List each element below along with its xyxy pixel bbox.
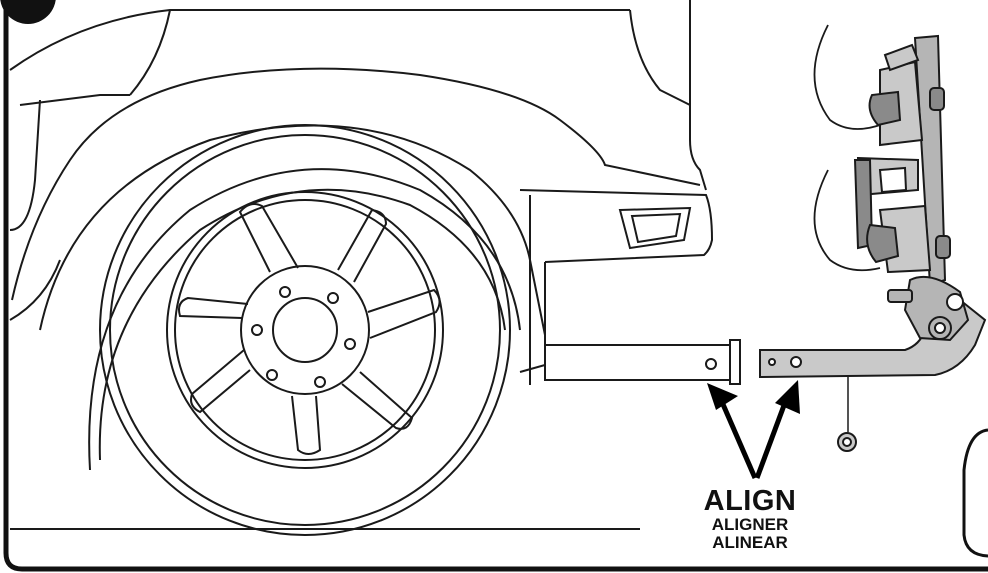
align-label-french: ALIGNER: [711, 515, 789, 535]
receiver-hitch-tube: [544, 339, 741, 385]
wheel: [99, 124, 511, 536]
align-label-spanish: ALINEAR: [712, 533, 788, 553]
next-panel-frame: [962, 428, 988, 558]
vehicle-rear-outline: [9, 0, 740, 471]
alignment-arrow-right: [754, 380, 800, 479]
align-instruction: ALIGN ALIGNER ALINEAR: [680, 486, 820, 552]
align-label-english: ALIGN: [703, 485, 797, 517]
alignment-arrow-left: [707, 383, 758, 479]
step-badge: [0, 0, 56, 24]
bike-rack-assembly: [813, 24, 970, 342]
panel-frame: [3, 0, 988, 572]
bike-rack-hitch-bar: [759, 298, 987, 452]
